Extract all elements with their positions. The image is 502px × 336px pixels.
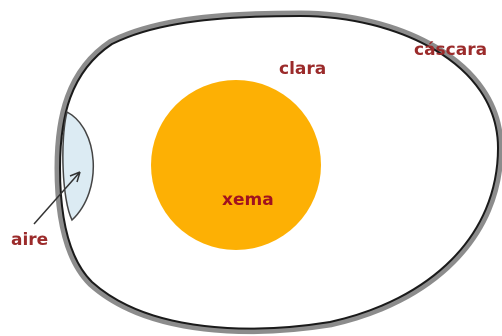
label-white: clara: [279, 59, 326, 79]
label-shell: cáscara: [414, 40, 487, 60]
label-air: aire: [11, 230, 48, 250]
air-chamber: [62, 110, 94, 222]
egg-yolk: [151, 80, 321, 250]
air-pointer-arrowhead: [69, 171, 81, 183]
air-pointer-arrow: [33, 171, 81, 225]
label-yolk: xema: [222, 190, 274, 210]
